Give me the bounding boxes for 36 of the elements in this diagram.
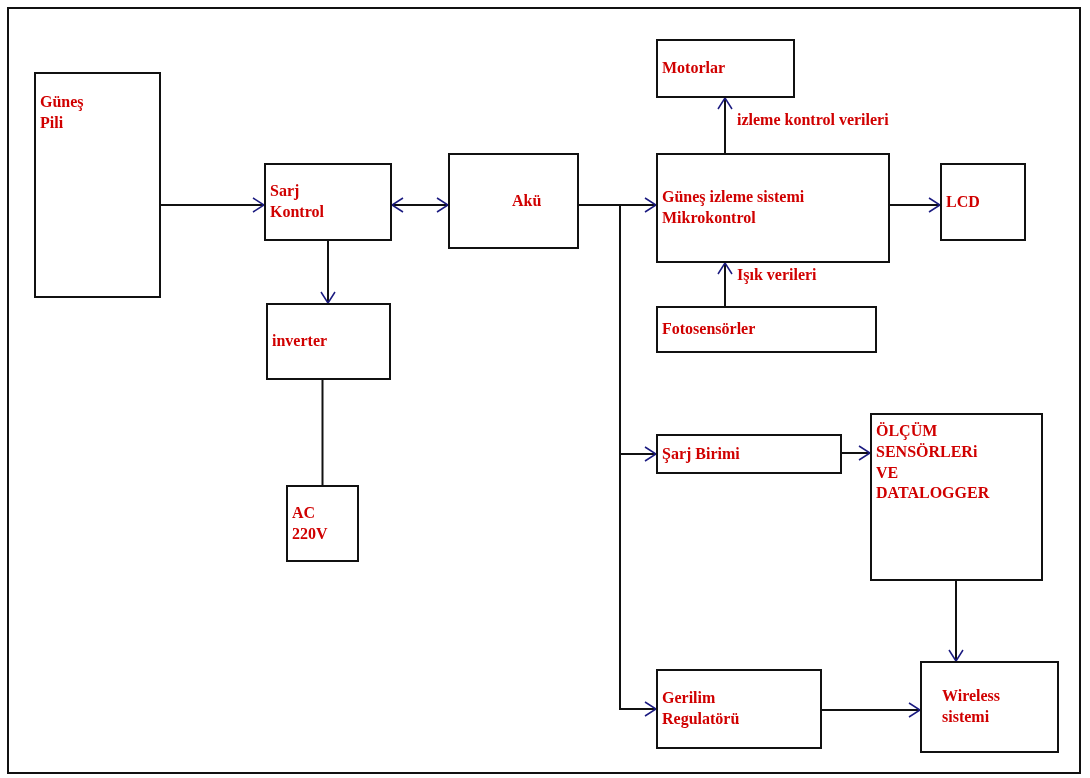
process-box <box>920 661 1059 753</box>
box-label: Fotosensörler <box>662 319 757 340</box>
arrow <box>320 240 336 304</box>
arrow <box>160 197 265 213</box>
arrow <box>948 580 964 662</box>
box-label: AC 220V <box>292 502 329 544</box>
process-box <box>264 163 392 241</box>
box-label: Şarj Birimi <box>662 443 741 465</box>
process-box <box>656 669 822 749</box>
arrow <box>717 97 733 154</box>
box-label: Sarj Kontrol <box>270 181 325 222</box>
process-box <box>656 39 795 98</box>
box-label: Wireless sistemi <box>942 686 1002 727</box>
process-box <box>656 434 842 474</box>
arrow <box>717 262 733 307</box>
process-box <box>656 306 877 353</box>
process-box <box>448 153 579 249</box>
arrow <box>889 197 941 213</box>
box-label: Akü <box>512 190 543 211</box>
box-label: LCD <box>946 191 981 212</box>
box-label: ÖLÇÜM SENSÖRLERi VE DATALOGGER <box>876 421 991 504</box>
process-box <box>656 153 890 263</box>
process-box <box>34 72 161 298</box>
process-box <box>940 163 1026 241</box>
edge-label: Işık verileri <box>735 266 819 284</box>
process-box <box>266 303 391 380</box>
box-label: Güneş izleme sistemi Mikrokontrol <box>662 187 806 228</box>
box-label: inverter <box>272 331 329 352</box>
box-label: Gerilim Regulatörü <box>662 688 741 730</box>
box-label: Güneş Pili <box>40 92 85 133</box>
arrow <box>841 445 871 461</box>
process-box <box>286 485 359 562</box>
arrow <box>821 702 921 718</box>
box-label: Motorlar <box>662 58 727 79</box>
arrow <box>391 197 449 213</box>
process-box <box>870 413 1043 581</box>
